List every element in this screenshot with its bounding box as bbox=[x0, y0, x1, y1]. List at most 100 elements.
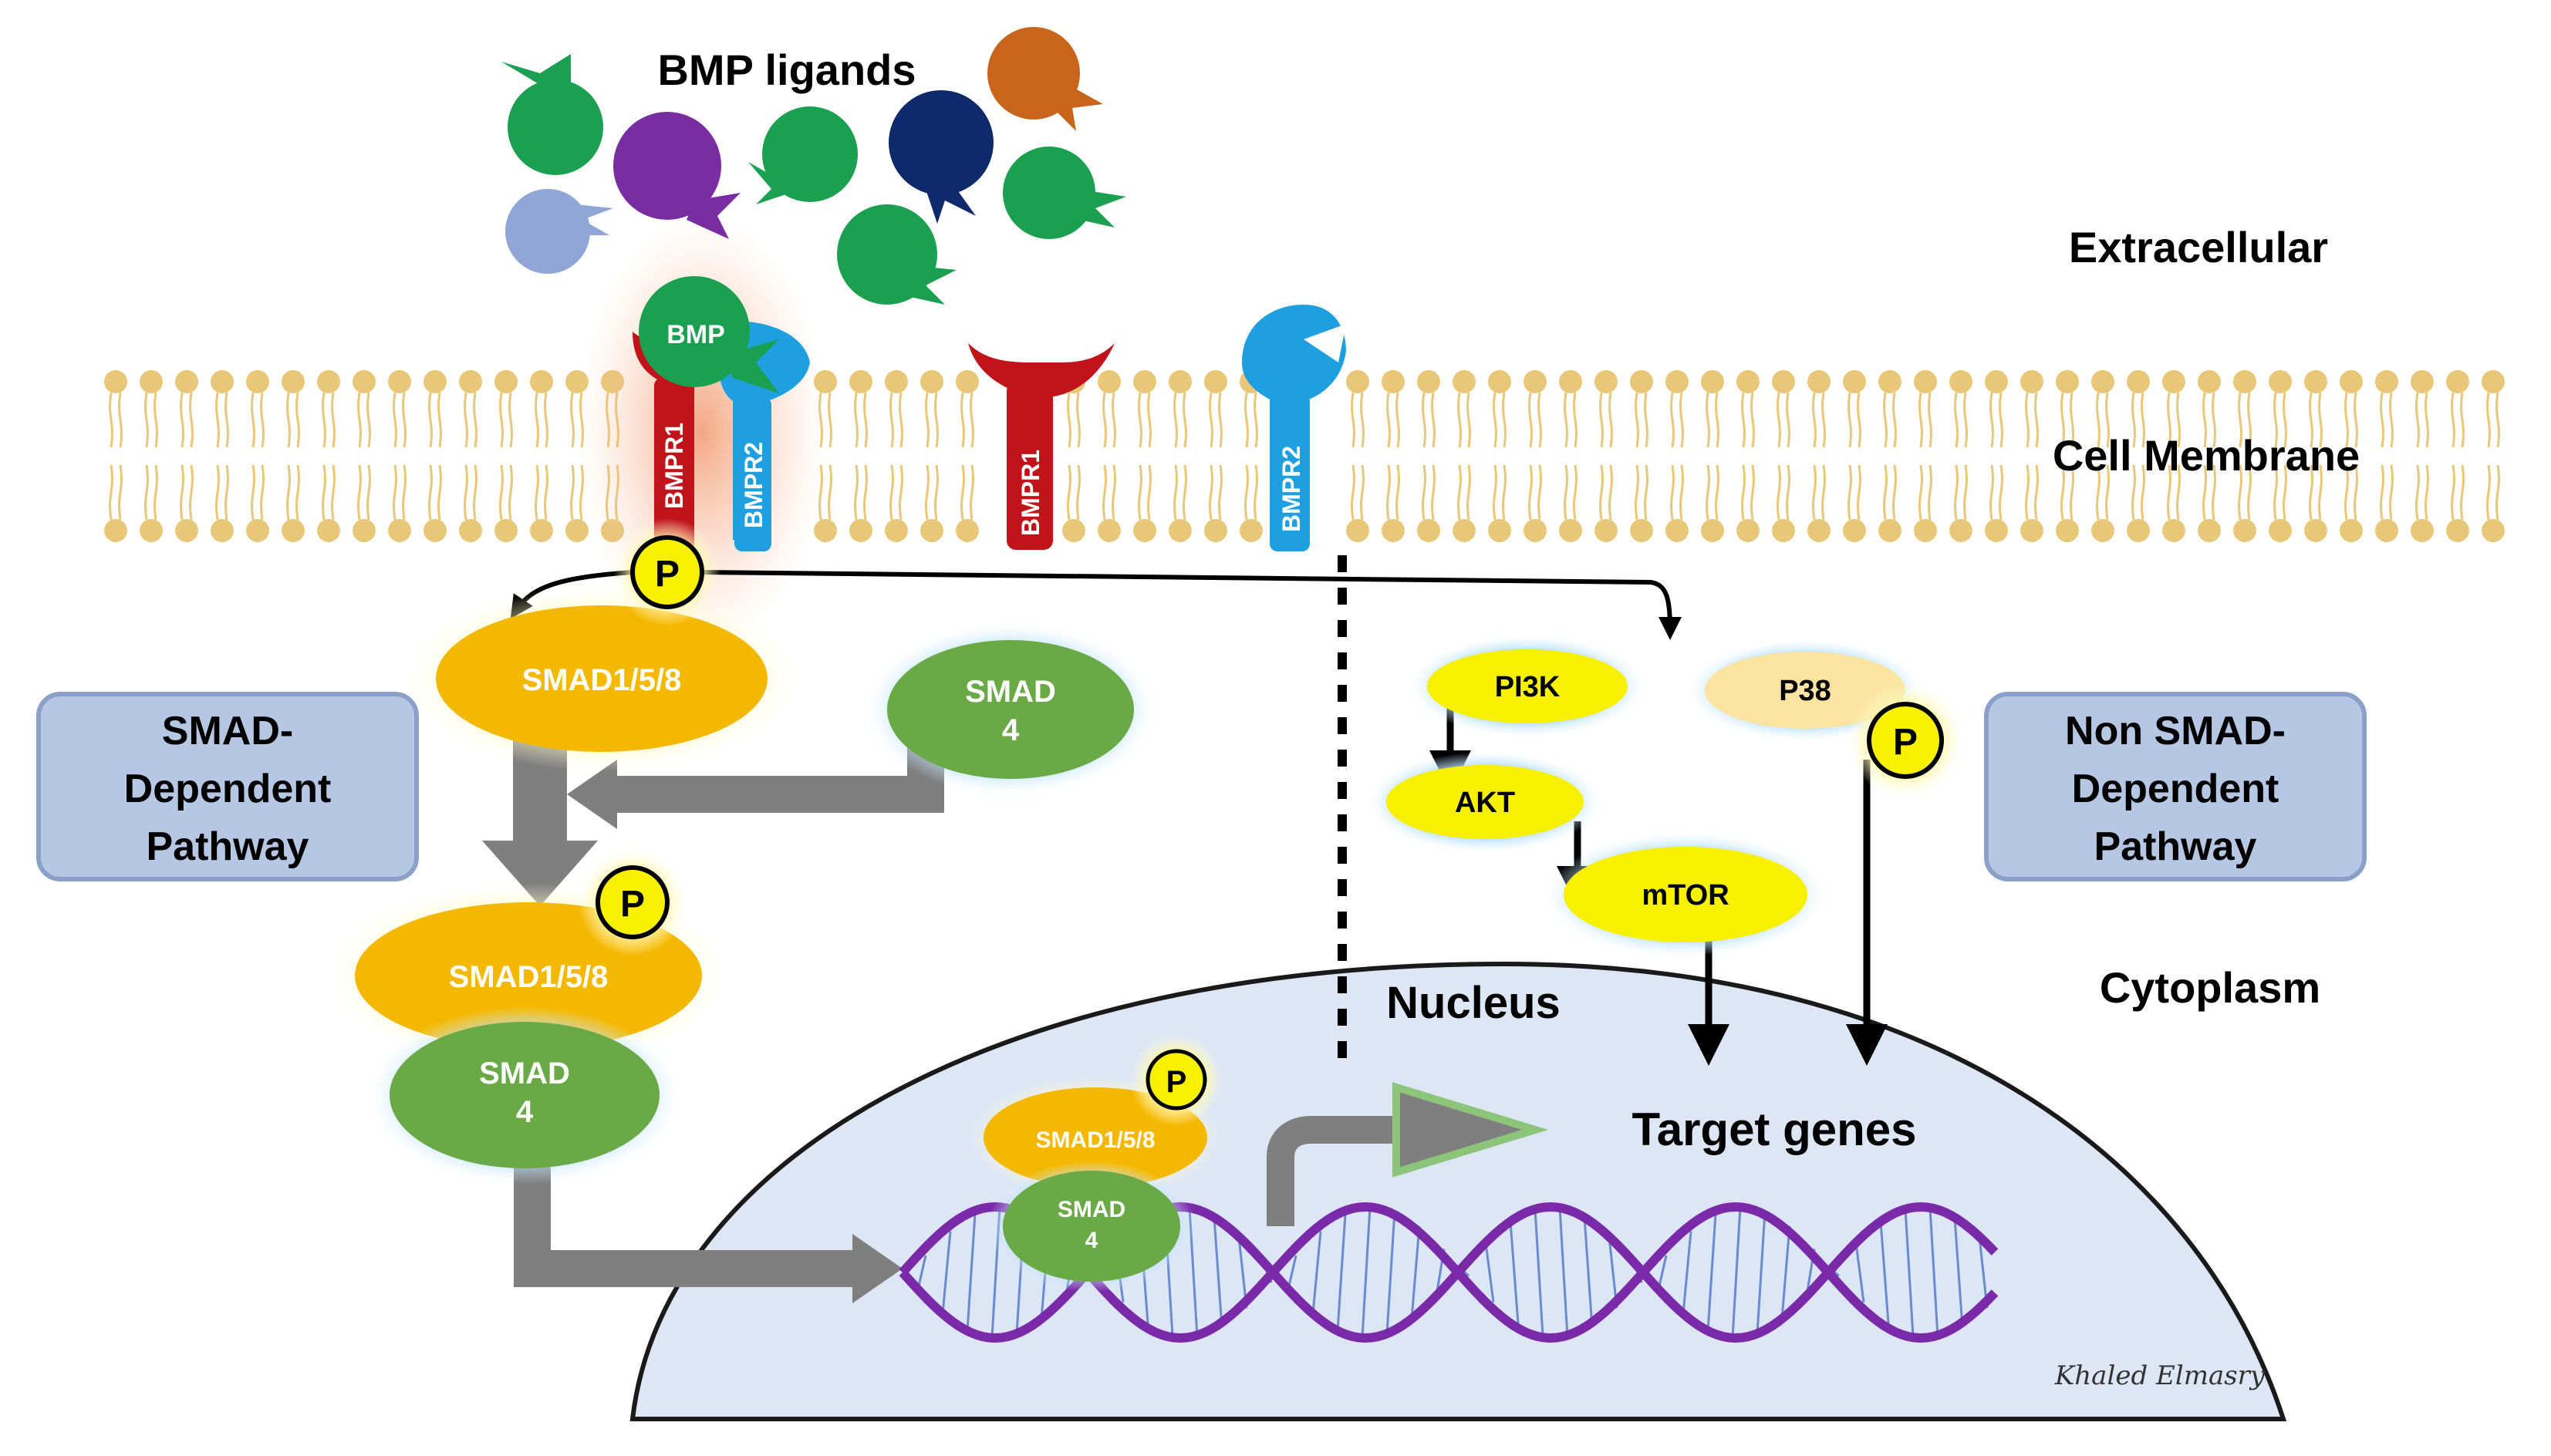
lipid-tail bbox=[1112, 392, 1116, 448]
free-ligand-purple bbox=[613, 112, 741, 239]
lipid-tail bbox=[1457, 464, 1462, 521]
lipid-tail bbox=[1147, 392, 1152, 448]
lipid-tail bbox=[2096, 464, 2101, 521]
lipid-tail bbox=[1386, 464, 1391, 521]
lipid-tail bbox=[2176, 392, 2181, 448]
lipid-tail bbox=[2451, 392, 2455, 448]
pi3k-node bbox=[1427, 649, 1628, 723]
lipid-tail bbox=[1892, 464, 1897, 521]
svg-text:P: P bbox=[1893, 722, 1918, 763]
lipid-tail bbox=[2212, 392, 2216, 448]
lipid-tail bbox=[1173, 392, 1178, 448]
dna-base-pair bbox=[1336, 1214, 1347, 1331]
lipid-tail bbox=[2202, 464, 2207, 521]
lipid-head bbox=[849, 519, 872, 542]
lipid-tail bbox=[1573, 464, 1578, 521]
lipid-tail bbox=[2025, 464, 2030, 521]
lipid-tail bbox=[828, 392, 832, 448]
lipid-tail bbox=[357, 464, 362, 521]
lipid-head bbox=[282, 370, 305, 393]
lipid-head bbox=[2233, 370, 2256, 393]
transcription-arrow bbox=[1267, 1082, 1549, 1226]
lipid-tail bbox=[437, 464, 442, 521]
bmpr1-active-receptor bbox=[633, 332, 721, 551]
bmpr1-active-label: BMPR1 bbox=[660, 423, 688, 509]
lipid-tail bbox=[1466, 464, 1471, 521]
lipid-head bbox=[2020, 370, 2043, 393]
dna-base-pair bbox=[1558, 1207, 1569, 1338]
lipid-tail bbox=[2167, 392, 2171, 448]
lipid-tail bbox=[1883, 392, 1888, 448]
lipid-tail bbox=[1244, 464, 1249, 521]
lipid-tail bbox=[1528, 392, 1533, 448]
lipid-head bbox=[1949, 519, 1972, 542]
lipid-tail bbox=[2273, 392, 2278, 448]
lipid-tail bbox=[2354, 464, 2358, 521]
lipid-head bbox=[1524, 519, 1547, 542]
lipid-tail bbox=[2096, 392, 2101, 448]
lipid-head bbox=[2375, 519, 2398, 542]
lipid-tail bbox=[854, 464, 859, 521]
lipid-tail bbox=[224, 464, 229, 521]
dna-base-pair bbox=[1879, 1221, 1890, 1324]
p38-label: P38 bbox=[1779, 675, 1831, 707]
lipid-head bbox=[317, 519, 340, 542]
dna-base-pair bbox=[1509, 1221, 1520, 1324]
lipid-tail bbox=[260, 464, 265, 521]
lipid-tail bbox=[1076, 464, 1081, 521]
lipid-head bbox=[1204, 370, 1227, 393]
lipid-head bbox=[1062, 519, 1085, 542]
lipid-head bbox=[1559, 519, 1582, 542]
lipid-head bbox=[2269, 370, 2292, 393]
lipid-head bbox=[353, 519, 376, 542]
lipid-tail bbox=[2389, 464, 2394, 521]
lipid-head bbox=[1701, 519, 1724, 542]
lipid-head bbox=[2198, 370, 2221, 393]
lipid-head bbox=[1914, 519, 1937, 542]
dna-base-pair bbox=[1780, 1225, 1791, 1320]
lipid-head bbox=[1240, 519, 1263, 542]
lipid-head bbox=[459, 519, 482, 542]
lipid-tail bbox=[2309, 392, 2313, 448]
free-ligand-orange bbox=[987, 27, 1103, 131]
smad4-mid bbox=[390, 1022, 660, 1168]
lipid-head bbox=[814, 519, 837, 542]
lipid-head bbox=[2127, 519, 2150, 542]
lipid-tail bbox=[1209, 392, 1213, 448]
lipid-tail bbox=[224, 392, 229, 448]
dna-base-pair bbox=[1928, 1207, 1939, 1338]
phospho-badge-p38: P bbox=[1847, 682, 1963, 798]
dna-base-pair bbox=[966, 1214, 977, 1331]
lipid-head bbox=[956, 370, 979, 393]
nuclear-entry-arrow bbox=[514, 1157, 864, 1287]
lipid-tail bbox=[295, 392, 300, 448]
phospho-badge-receptor: P bbox=[613, 518, 721, 626]
lipid-head bbox=[175, 370, 198, 393]
lipid-head bbox=[920, 519, 943, 542]
lipid-tail bbox=[1076, 392, 1081, 448]
lipid-head bbox=[1772, 370, 1795, 393]
lipid-head bbox=[2482, 370, 2505, 393]
lipid-tail bbox=[1963, 392, 1968, 448]
lipid-tail bbox=[1564, 464, 1568, 521]
free-ligand-green-4 bbox=[837, 204, 957, 305]
lipid-tail bbox=[2238, 392, 2242, 448]
smad4-nuclear bbox=[1003, 1171, 1180, 1282]
lipid-tail bbox=[357, 392, 362, 448]
lipid-tail bbox=[2105, 392, 2110, 448]
lipid-tail bbox=[2283, 464, 2287, 521]
lipid-head bbox=[317, 370, 340, 393]
region-cytoplasm: Cytoplasm bbox=[2100, 963, 2320, 1012]
free-ligand-lightblue bbox=[505, 189, 613, 274]
lipid-tail bbox=[1422, 392, 1426, 448]
lipid-tail bbox=[2131, 464, 2136, 521]
lipid-tail bbox=[1599, 464, 1604, 521]
lipid-tail bbox=[1493, 392, 1497, 448]
dna-base-pair bbox=[1583, 1217, 1594, 1328]
lipid-tail bbox=[1777, 392, 1781, 448]
free-ligand-green-3 bbox=[1003, 147, 1126, 239]
lipid-tail bbox=[1351, 464, 1355, 521]
lipid-head bbox=[1843, 519, 1866, 542]
dna-base-pair bbox=[1682, 1231, 1692, 1314]
dna-base-pair bbox=[1706, 1214, 1717, 1331]
